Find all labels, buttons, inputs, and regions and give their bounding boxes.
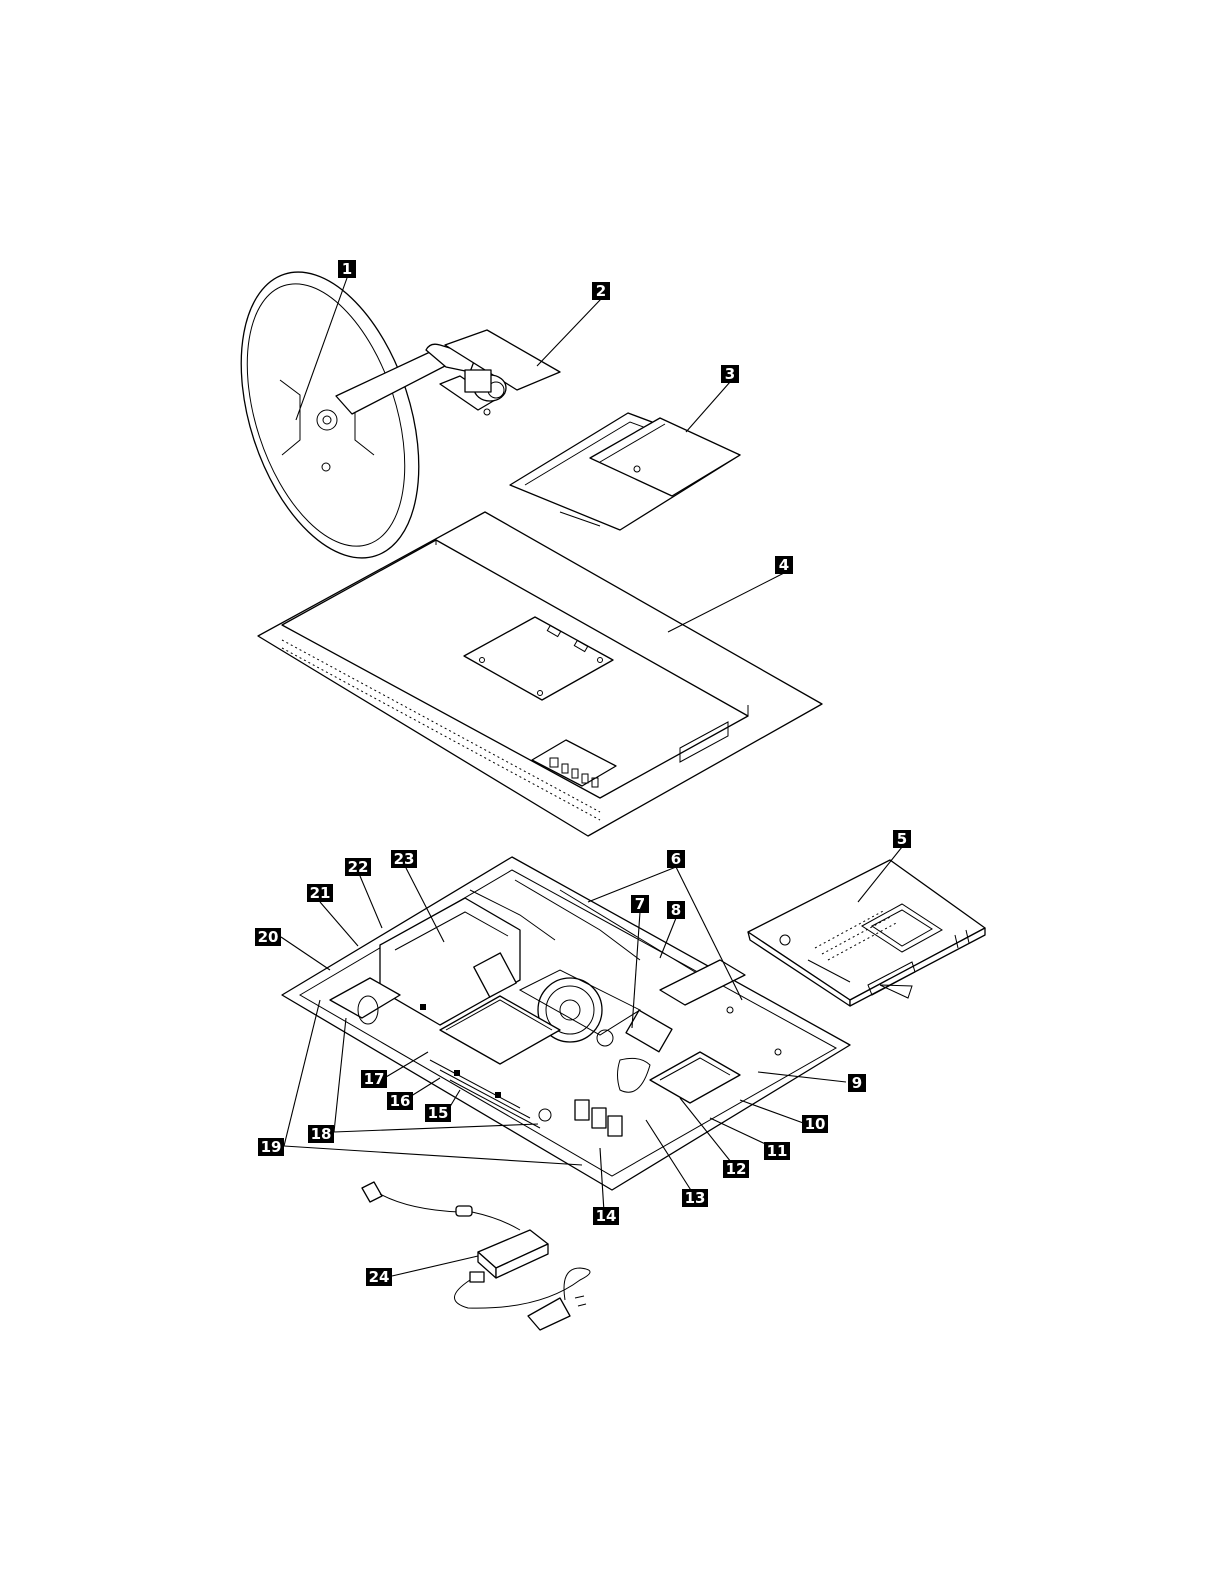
callout-18: 18 bbox=[308, 1125, 334, 1143]
rear-cover bbox=[257, 511, 823, 837]
callout-15: 15 bbox=[425, 1104, 451, 1122]
svg-text:19: 19 bbox=[261, 1138, 282, 1156]
system-board-shield bbox=[747, 859, 986, 1007]
svg-text:23: 23 bbox=[394, 850, 415, 868]
callout-9: 9 bbox=[848, 1074, 866, 1092]
svg-text:7: 7 bbox=[635, 895, 645, 913]
callout-13: 13 bbox=[682, 1189, 708, 1207]
callout-17: 17 bbox=[361, 1070, 387, 1088]
leader-lines bbox=[280, 277, 903, 1277]
svg-text:5: 5 bbox=[897, 830, 907, 848]
callout-19: 19 bbox=[258, 1138, 284, 1156]
svg-text:21: 21 bbox=[310, 884, 331, 902]
callout-20: 20 bbox=[255, 928, 281, 946]
callout-23: 23 bbox=[391, 850, 417, 868]
svg-text:13: 13 bbox=[685, 1189, 706, 1207]
svg-text:14: 14 bbox=[596, 1207, 617, 1225]
callout-3: 3 bbox=[721, 365, 739, 383]
svg-text:10: 10 bbox=[805, 1115, 826, 1133]
callout-24: 24 bbox=[366, 1268, 392, 1286]
svg-text:2: 2 bbox=[596, 282, 606, 300]
svg-text:20: 20 bbox=[258, 928, 279, 946]
svg-text:1: 1 bbox=[342, 260, 352, 278]
callout-4: 4 bbox=[775, 556, 793, 574]
callout-2: 2 bbox=[592, 282, 610, 300]
power-adapter bbox=[361, 1181, 591, 1331]
svg-text:8: 8 bbox=[671, 901, 681, 919]
svg-text:9: 9 bbox=[852, 1074, 862, 1092]
svg-text:3: 3 bbox=[725, 365, 735, 383]
middle-frame bbox=[281, 856, 851, 1191]
svg-text:24: 24 bbox=[369, 1268, 390, 1286]
svg-text:16: 16 bbox=[390, 1092, 411, 1110]
callout-16: 16 bbox=[387, 1092, 413, 1110]
svg-text:15: 15 bbox=[428, 1104, 449, 1122]
callout-1: 1 bbox=[338, 260, 356, 278]
stand-cover bbox=[509, 412, 741, 531]
callout-21: 21 bbox=[307, 884, 333, 902]
svg-text:4: 4 bbox=[779, 556, 789, 574]
stand-hinge bbox=[439, 329, 561, 416]
svg-text:12: 12 bbox=[726, 1160, 747, 1178]
stand-base bbox=[240, 271, 477, 559]
callout-10: 10 bbox=[802, 1115, 828, 1133]
svg-text:17: 17 bbox=[364, 1070, 385, 1088]
svg-text:11: 11 bbox=[767, 1142, 788, 1160]
callout-6: 6 bbox=[667, 850, 685, 868]
callout-14: 14 bbox=[593, 1207, 619, 1225]
callout-22: 22 bbox=[345, 858, 371, 876]
svg-text:22: 22 bbox=[348, 858, 369, 876]
callout-7: 7 bbox=[631, 895, 649, 913]
callout-12: 12 bbox=[723, 1160, 749, 1178]
callout-11: 11 bbox=[764, 1142, 790, 1160]
callout-8: 8 bbox=[667, 901, 685, 919]
callout-5: 5 bbox=[893, 830, 911, 848]
svg-text:6: 6 bbox=[671, 850, 681, 868]
svg-text:18: 18 bbox=[311, 1125, 332, 1143]
